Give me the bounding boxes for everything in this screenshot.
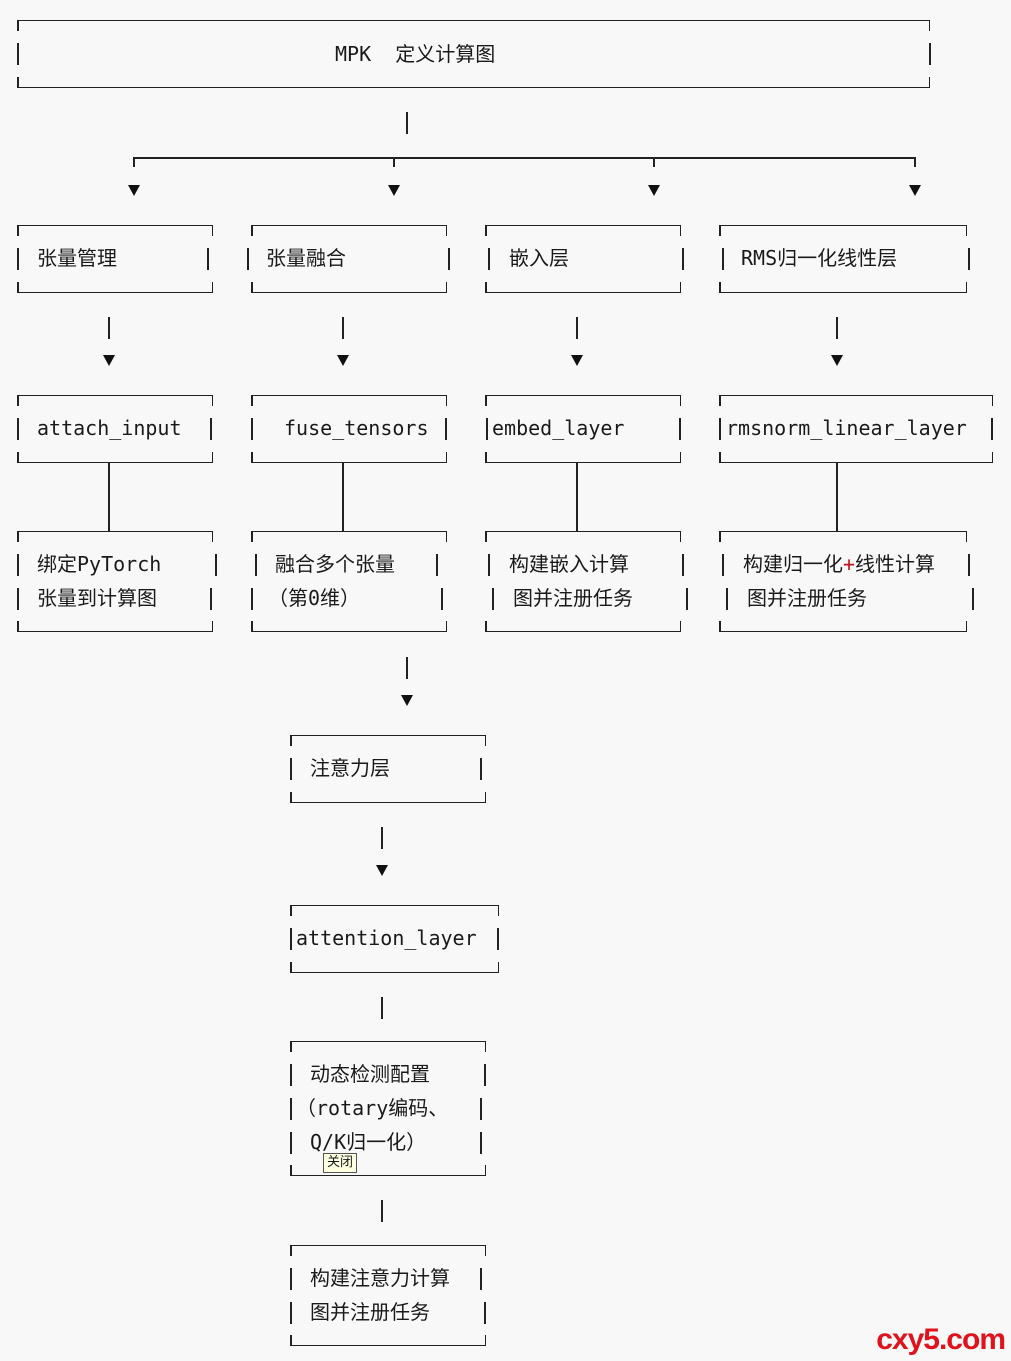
function-name: fuse_tensors <box>284 416 429 440</box>
config-line-1: 动态检测配置 <box>310 1062 430 1086</box>
desc-line-2: 图并注册任务 <box>310 1300 430 1324</box>
arrow-down-icon <box>831 355 843 366</box>
function-name: rmsnorm_linear_layer <box>726 416 967 440</box>
config-line-2: （rotary编码、 <box>296 1096 449 1120</box>
connector-line <box>406 657 408 679</box>
arrow-down-icon <box>909 185 921 196</box>
category-box-attention <box>290 735 486 803</box>
category-label: 注意力层 <box>310 756 390 780</box>
trunk-line <box>406 112 408 134</box>
root-box <box>17 20 930 88</box>
arrow-down-icon <box>401 695 413 706</box>
arrow-down-icon <box>128 185 140 196</box>
desc-box-attention <box>290 1245 486 1346</box>
category-box-rms <box>719 225 967 293</box>
arrow-down-icon <box>648 185 660 196</box>
category-label: 嵌入层 <box>509 246 569 270</box>
desc-box-fuse-tensors <box>251 531 447 632</box>
category-box-embed <box>485 225 681 293</box>
desc-line-1: 绑定PyTorch <box>37 552 162 576</box>
category-label: 张量融合 <box>266 246 346 270</box>
desc-line-2: 张量到计算图 <box>37 586 157 610</box>
watermark-logo: cxy5.com <box>876 1323 1006 1356</box>
desc-box-embed-layer <box>485 531 681 632</box>
config-line-3: Q/K归一化） <box>310 1130 427 1154</box>
function-box-embed-layer <box>485 395 681 463</box>
arrow-down-icon <box>376 865 388 876</box>
category-label: RMS归一化线性层 <box>741 246 898 270</box>
desc-box-attach-input <box>17 531 213 632</box>
function-name: attention_layer <box>296 926 477 950</box>
function-name: embed_layer <box>492 416 625 440</box>
function-box-attach-input <box>17 395 213 463</box>
desc-line-1: 构建注意力计算 <box>310 1266 450 1290</box>
desc-line-1: 融合多个张量 <box>275 552 395 576</box>
root-title: MPK 定义计算图 <box>335 42 496 66</box>
desc-line-2: 图并注册任务 <box>747 586 867 610</box>
arrow-down-icon <box>571 355 583 366</box>
close-tooltip[interactable]: 关闭 <box>323 1153 358 1173</box>
distribution-line <box>133 157 916 159</box>
desc-line-1: 构建嵌入计算 <box>509 552 629 576</box>
desc-line-2: （第0维） <box>268 586 361 610</box>
arrow-down-icon <box>103 355 115 366</box>
category-label: 张量管理 <box>37 246 117 270</box>
desc-line-1: 构建归一化+线性计算 <box>743 552 936 576</box>
function-box-rmsnorm <box>719 395 993 463</box>
function-name: attach_input <box>37 416 182 440</box>
category-box-tensor-mgmt <box>17 225 213 293</box>
arrow-down-icon <box>388 185 400 196</box>
category-box-tensor-fusion <box>251 225 447 293</box>
arrow-down-icon <box>337 355 349 366</box>
desc-line-2: 图并注册任务 <box>513 586 633 610</box>
desc-box-rmsnorm <box>719 531 967 632</box>
function-box-attention-layer <box>290 905 499 973</box>
config-box-attention <box>290 1041 486 1176</box>
function-box-fuse-tensors <box>251 395 447 463</box>
